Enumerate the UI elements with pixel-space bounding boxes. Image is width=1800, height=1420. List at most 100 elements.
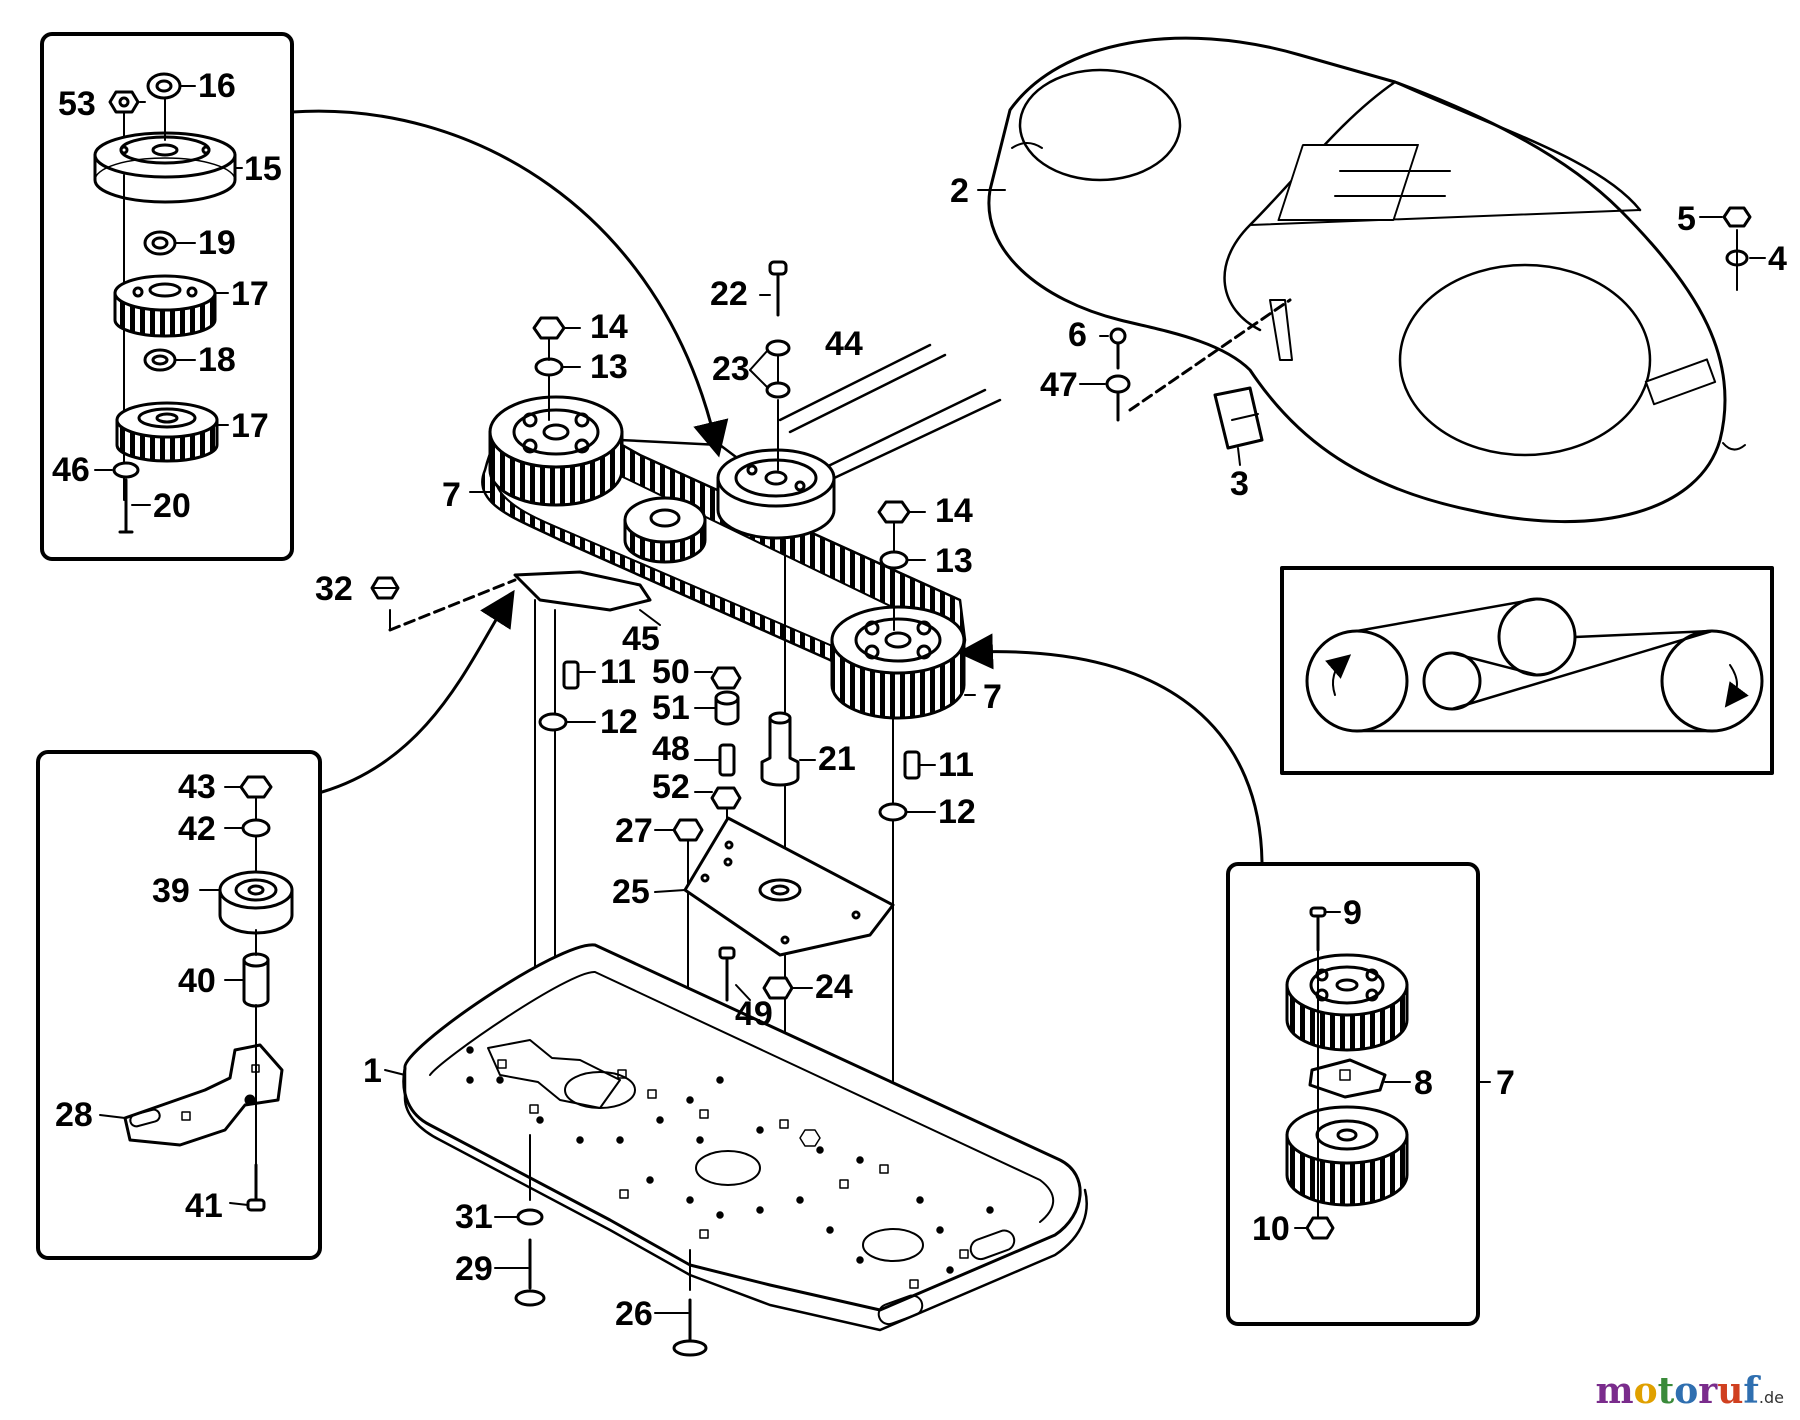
label-11-right: 11 <box>938 746 974 784</box>
timing-pulley-7-left-icon <box>488 395 624 507</box>
bolt-9-icon <box>1309 906 1327 952</box>
label-12-left: 12 <box>600 703 638 741</box>
bolt-22-icon <box>768 260 788 317</box>
gear-17-upper-icon <box>113 274 217 338</box>
bolt-49-icon <box>718 946 736 1002</box>
label-32: 32 <box>315 570 353 608</box>
label-5: 5 <box>1677 200 1696 238</box>
washer-12-left-icon <box>538 712 568 732</box>
label-40: 40 <box>178 962 216 1000</box>
label-14-right: 14 <box>935 492 973 530</box>
idler-pulley-middle-icon <box>623 496 707 564</box>
washer-13-left-icon <box>534 357 564 377</box>
timing-pulley-7-right-icon <box>830 605 966 720</box>
pulley-15-icon <box>93 131 237 204</box>
label-39: 39 <box>152 872 190 910</box>
label-27: 27 <box>615 812 653 850</box>
nut-52-icon <box>710 786 742 810</box>
bearing-19-icon <box>143 230 177 256</box>
label-16: 16 <box>198 67 236 105</box>
label-17-upper: 17 <box>231 275 269 313</box>
nut-53-icon <box>108 90 140 114</box>
label-52: 52 <box>652 768 690 806</box>
label-24: 24 <box>815 968 853 1006</box>
inset-idler-arm <box>36 750 322 1260</box>
washer-46-icon <box>112 461 140 479</box>
label-51: 51 <box>652 689 690 727</box>
gear-upper-icon <box>1285 953 1409 1052</box>
label-15: 15 <box>244 150 282 188</box>
gear-17-lower-icon <box>115 401 219 463</box>
mounting-plate-25-icon <box>683 816 895 957</box>
label-6: 6 <box>1068 316 1087 354</box>
label-11-left: 11 <box>600 653 636 691</box>
label-17-lower: 17 <box>231 407 269 445</box>
washer-12-right-icon <box>878 802 908 822</box>
label-3: 3 <box>1230 465 1249 503</box>
label-26: 26 <box>615 1295 653 1333</box>
bearing-18-icon <box>143 348 177 372</box>
part-number-labels: 53 16 15 19 17 18 17 46 20 2 5 4 6 47 3 … <box>52 67 1787 1333</box>
label-48: 48 <box>652 730 690 768</box>
bolt-29-icon <box>514 1238 546 1307</box>
spacer-11-left-icon <box>562 660 580 690</box>
spacer-11-right-icon <box>903 750 921 780</box>
nut-43-icon <box>239 775 273 799</box>
label-23: 23 <box>712 350 750 388</box>
bolt-26-icon <box>672 1298 708 1357</box>
spacer-40-icon <box>242 952 270 1008</box>
label-46: 46 <box>52 451 90 489</box>
label-7-left: 7 <box>442 476 461 514</box>
label-20: 20 <box>153 487 191 525</box>
label-21: 21 <box>818 740 856 778</box>
label-7-right: 7 <box>983 678 1002 716</box>
pulley-39-icon <box>218 870 294 935</box>
base-plate-1-icon <box>402 943 1088 1332</box>
label-49: 49 <box>735 995 773 1033</box>
belt-routing-schematic <box>1280 566 1774 775</box>
label-19: 19 <box>198 224 236 262</box>
label-7-inset: 7 <box>1496 1064 1515 1102</box>
label-43: 43 <box>178 768 216 806</box>
label-8: 8 <box>1414 1064 1433 1102</box>
label-22: 22 <box>710 275 748 313</box>
washer-42-icon <box>241 818 271 838</box>
cover-attach-dashed-line <box>1128 298 1292 412</box>
label-2: 2 <box>950 172 969 210</box>
label-41: 41 <box>185 1187 223 1225</box>
label-53: 53 <box>58 85 96 123</box>
nut-24-icon <box>762 976 794 1000</box>
label-45: 45 <box>622 620 660 658</box>
center-leaders <box>371 294 976 1314</box>
label-31: 31 <box>455 1198 493 1236</box>
washer-13-right-icon <box>879 550 909 570</box>
idler-arm-28-icon <box>123 1043 284 1147</box>
nut-14-left-icon <box>532 316 566 340</box>
label-18: 18 <box>198 341 236 379</box>
label-1: 1 <box>363 1052 382 1090</box>
motoruf-logo: motoruf.de <box>1595 1370 1784 1412</box>
inset-timing-pulley <box>1226 862 1491 1326</box>
label-9: 9 <box>1343 894 1362 932</box>
label-10: 10 <box>1252 1210 1290 1248</box>
clip-8-icon <box>1308 1058 1387 1099</box>
screw-6-icon <box>1109 327 1127 370</box>
spacer-48-icon <box>718 743 736 777</box>
belt-cover-icon <box>987 36 1746 524</box>
label-25: 25 <box>612 873 650 911</box>
nut-10-icon <box>1305 1216 1335 1240</box>
callout-arrow-left <box>320 589 515 794</box>
label-13-right: 13 <box>935 542 973 580</box>
label-4: 4 <box>1768 240 1787 278</box>
washer-31-icon <box>516 1208 544 1226</box>
washer-23b-icon <box>765 381 791 399</box>
bolt-20-icon <box>118 478 134 534</box>
washer-47-icon <box>1105 374 1131 422</box>
mower-arm-44-icon <box>778 343 1002 482</box>
label-44: 44 <box>825 325 863 363</box>
v-pulley-drive-icon <box>716 448 836 540</box>
callout-arrow-right <box>957 633 1264 864</box>
bracket-plate-icon <box>513 570 652 612</box>
nut-14-right-icon <box>877 500 911 524</box>
